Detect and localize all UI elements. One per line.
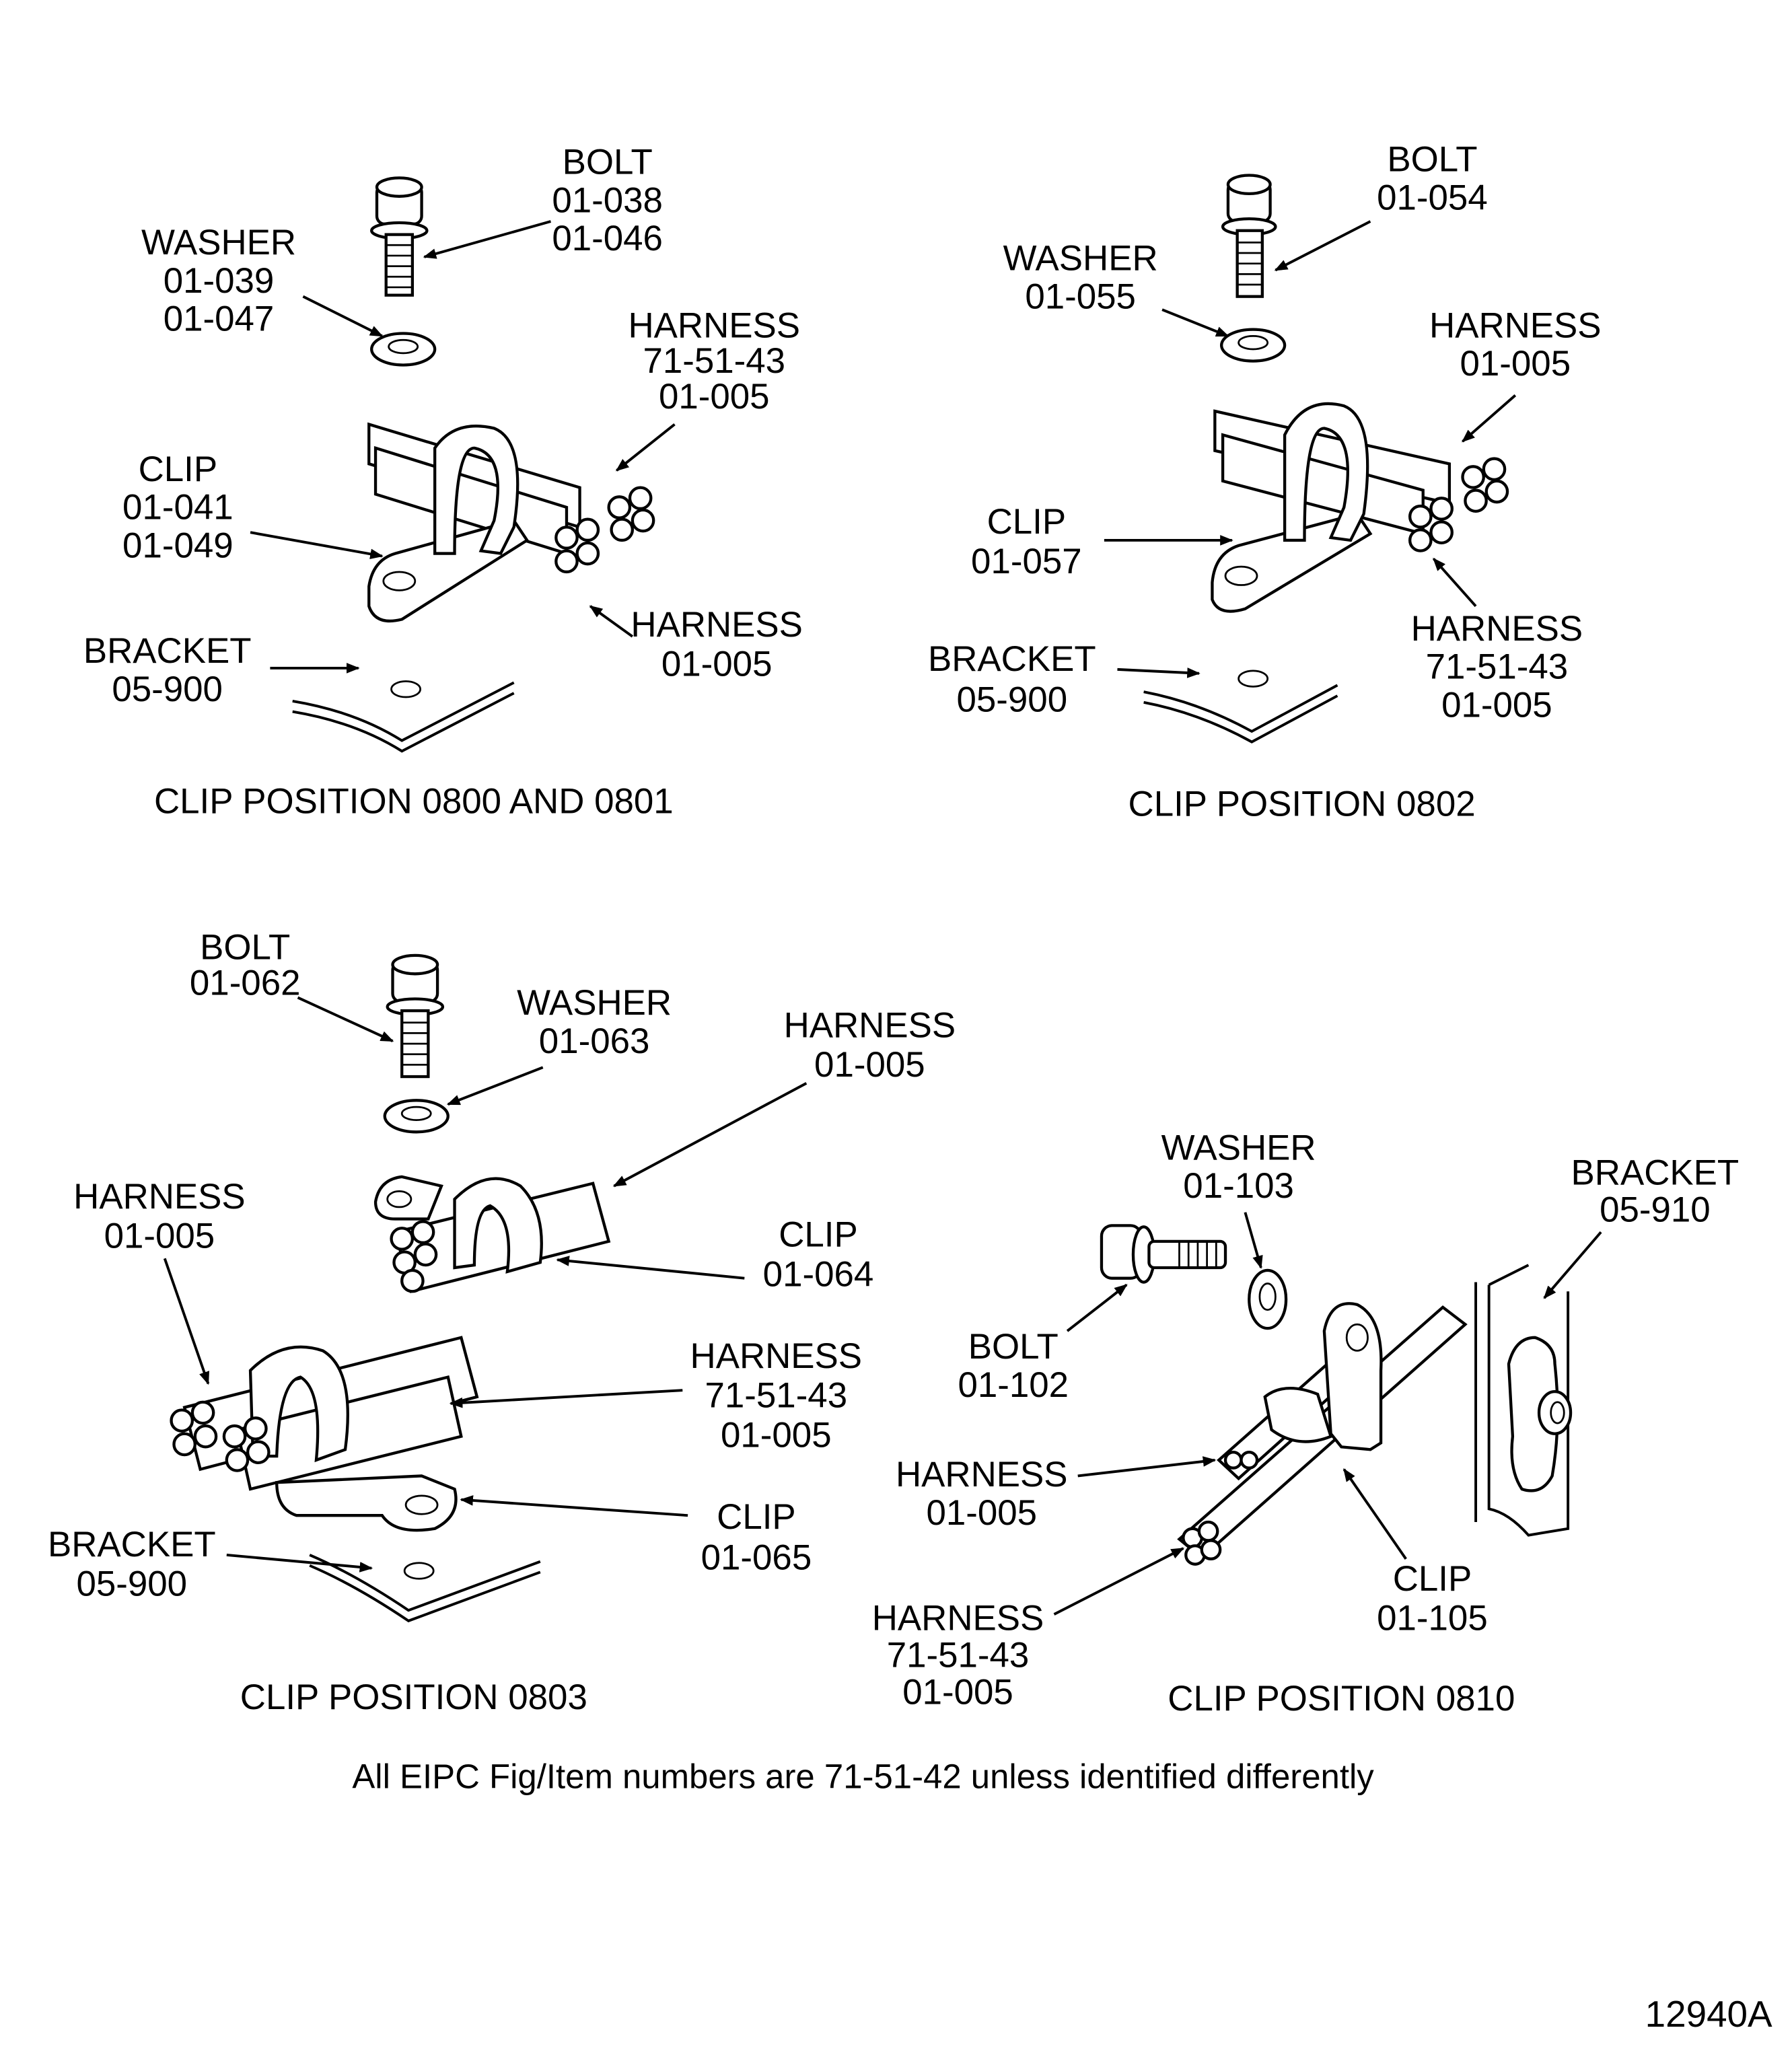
clip-and-harness-drawing	[1211, 402, 1509, 613]
view-caption: CLIP POSITION 0810	[1168, 1679, 1515, 1719]
harness-bundle-end	[1182, 1451, 1259, 1566]
bracket-drawing	[292, 680, 515, 753]
bolt-drawing	[1100, 1224, 1227, 1284]
lower-clip-harness-drawing	[170, 1336, 479, 1532]
harness-bundle-end	[554, 486, 655, 574]
view-caption: CLIP POSITION 0802	[1128, 784, 1476, 824]
view-caption: CLIP POSITION 0803	[240, 1677, 587, 1717]
bracket-drawing	[1143, 670, 1338, 744]
view-caption: CLIP POSITION 0800 AND 0801	[154, 781, 674, 821]
washer-drawing	[1219, 328, 1287, 363]
figure-number: 12940A	[1645, 1993, 1772, 2035]
harness-bundle-end	[170, 1400, 271, 1472]
harness-bundle-end	[390, 1220, 438, 1293]
bolt-drawing	[370, 176, 429, 297]
washer-drawing	[383, 1099, 450, 1134]
leader-lines	[163, 996, 808, 1572]
bracket-drawing	[1474, 1264, 1573, 1537]
bolt-drawing	[386, 953, 445, 1079]
clip-and-harness-drawing	[1177, 1302, 1468, 1566]
leader-lines	[250, 220, 676, 674]
clip-and-harness-drawing	[367, 422, 655, 623]
leader-lines	[1104, 220, 1517, 678]
bracket-drawing	[309, 1554, 541, 1623]
leader-lines	[1053, 1212, 1602, 1616]
bolt-drawing	[1221, 174, 1277, 298]
harness-bundle-end	[1408, 457, 1509, 552]
washer-drawing	[370, 332, 437, 367]
footnote: All EIPC Fig/Item numbers are 71-51-42 u…	[352, 1758, 1374, 1796]
upper-clip-harness-drawing	[373, 1175, 611, 1293]
washer-drawing	[1248, 1268, 1288, 1330]
